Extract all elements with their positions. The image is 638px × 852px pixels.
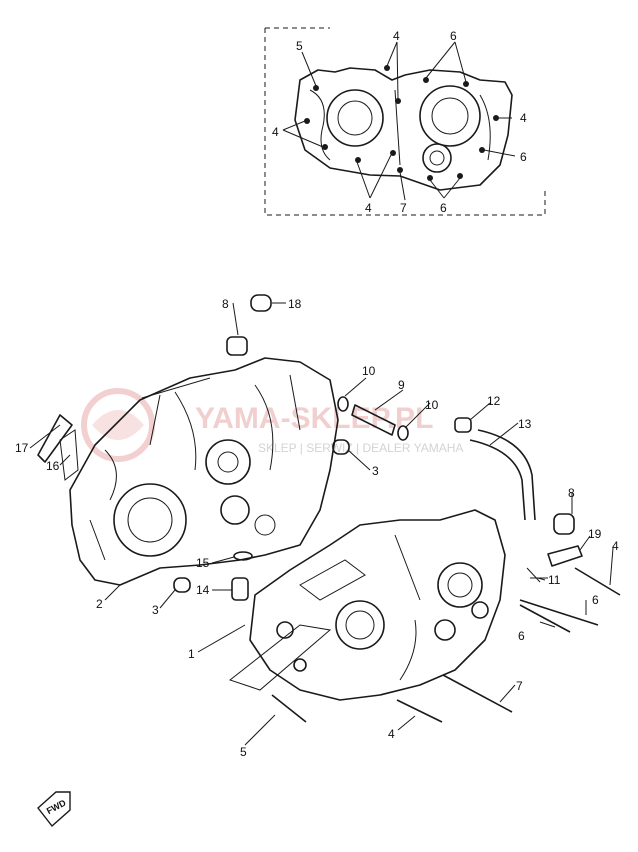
callout-15: 15: [196, 556, 210, 570]
callout-5-top: 5: [296, 39, 303, 53]
bolt-6-r1: [519, 599, 599, 626]
callout-3-lower: 3: [152, 603, 159, 617]
crankcase-left-half: [69, 357, 339, 586]
inset-frame: [264, 28, 546, 216]
oring-10-b: [397, 425, 409, 441]
callout-7-inset: 7: [400, 201, 407, 215]
gasket-15: [233, 551, 253, 561]
callout-2: 2: [96, 597, 103, 611]
crank-bore-right: [335, 600, 385, 650]
callout-6-r1: 6: [592, 593, 599, 607]
callout-10-b: 10: [425, 398, 439, 412]
crankcase-right-half: [228, 509, 506, 701]
callout-8-top: 8: [222, 297, 229, 311]
callout-14: 14: [196, 583, 210, 597]
bolt-5: [271, 694, 307, 723]
bushing-8-right: [553, 513, 575, 535]
callout-18: 18: [288, 297, 302, 311]
watermark-logo-icon: [81, 388, 155, 462]
callout-6-inset-right: 6: [520, 150, 527, 164]
watermark-subtitle: SKLEP | SERWIZ | DEALER YAMAHA: [258, 441, 463, 455]
inset-bolt-holes: [304, 65, 499, 181]
inset-crankcase-view: [264, 27, 546, 216]
drain-plug-14: [231, 577, 249, 601]
breather-hose: [477, 429, 536, 521]
callout-labels: 5 4 6 4 4 6 4 7 6 8 18 10 9 10 12 13 3 1…: [15, 29, 619, 759]
crank-bearing-bore: [113, 483, 187, 557]
callout-4-inset-right: 4: [520, 111, 527, 125]
callout-5-bottom: 5: [240, 745, 247, 759]
bushing-8-top: [226, 336, 248, 356]
fwd-arrow-icon: FWD: [37, 791, 71, 828]
callout-3-upper: 3: [372, 464, 379, 478]
bolt-6-r2: [519, 604, 571, 633]
callout-4-inset-left: 4: [272, 125, 279, 139]
callout-4-bottom-mid: 4: [388, 727, 395, 741]
fitting-12: [454, 417, 472, 433]
inset-bore-right: [419, 85, 481, 147]
inset-case-outline: [294, 67, 513, 191]
callout-6-top: 6: [450, 29, 457, 43]
dowel-3-upper: [332, 439, 350, 455]
callout-9: 9: [398, 378, 405, 392]
callout-10-a: 10: [362, 364, 376, 378]
bracket-16: [59, 429, 79, 481]
oring-10-a: [337, 396, 349, 412]
cap-18: [250, 294, 272, 312]
watermark: YAMA-SKLEP.PL SKLEP | SERWIZ | DEALER YA…: [81, 388, 463, 462]
bolts: [271, 567, 621, 723]
callout-4-top: 4: [393, 29, 400, 43]
callout-6-inset-bottom: 6: [440, 201, 447, 215]
bolt-7: [442, 674, 513, 713]
callout-6-r2: 6: [518, 629, 525, 643]
callout-1: 1: [188, 647, 195, 661]
bolt-4-bottom: [396, 699, 443, 723]
small-parts: [37, 294, 583, 601]
inset-bore-left: [326, 89, 384, 147]
dowel-3-lower: [173, 577, 191, 593]
bolt-4-right: [574, 567, 621, 596]
pipe-9: [351, 404, 396, 436]
callout-19: 19: [588, 527, 602, 541]
callout-7-bottom: 7: [516, 679, 523, 693]
inset-boss: [422, 143, 452, 173]
callout-8-right: 8: [568, 486, 575, 500]
callout-13: 13: [518, 417, 532, 431]
callout-11: 11: [548, 573, 561, 587]
callout-16: 16: [46, 459, 60, 473]
callout-4-far-right: 4: [612, 539, 619, 553]
callout-4-inset-bottom: 4: [365, 201, 372, 215]
callout-17: 17: [15, 441, 29, 455]
clamp-19: [547, 545, 583, 567]
callout-12: 12: [487, 394, 501, 408]
bolt-17: [37, 414, 73, 463]
leader-lines: [29, 302, 614, 746]
